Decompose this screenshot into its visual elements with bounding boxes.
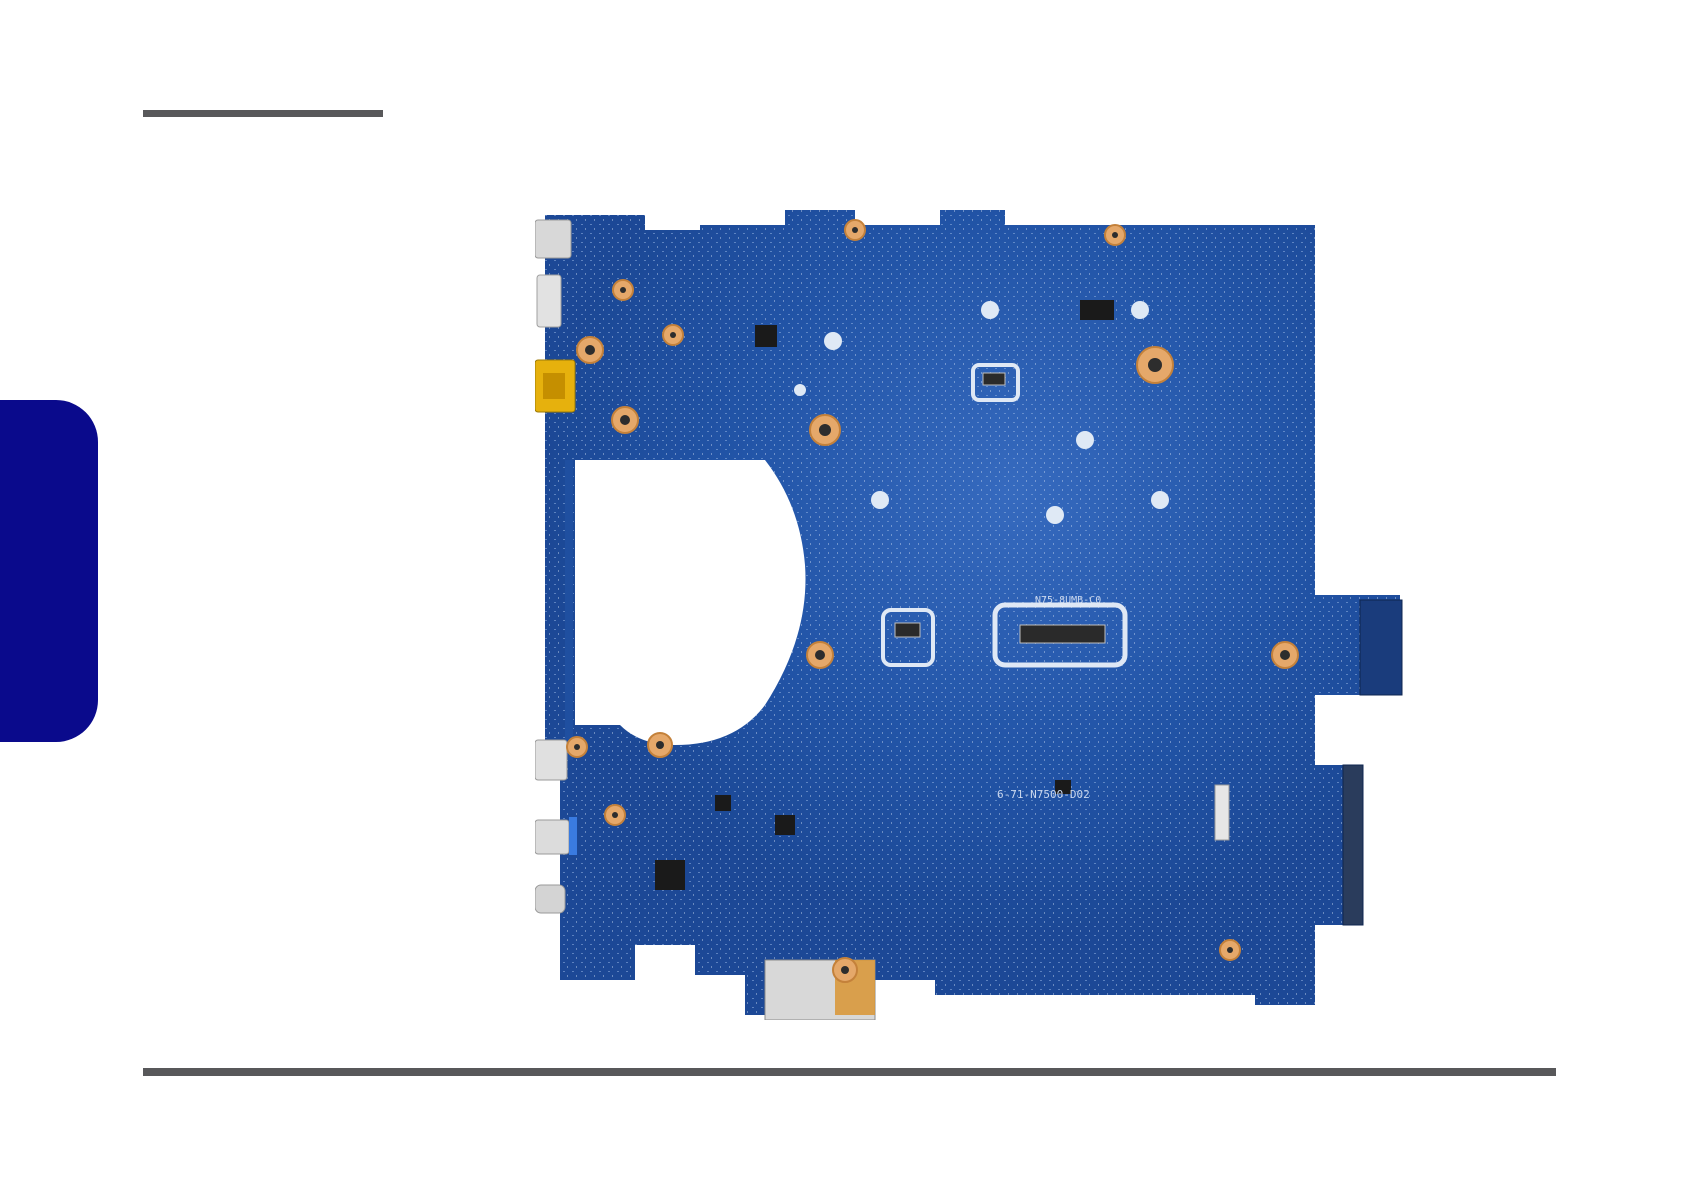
sata-connector-icon [1343, 765, 1363, 925]
usb-a-port-icon [535, 820, 569, 854]
usb-c-port-top-icon [535, 740, 567, 780]
header-rule [143, 110, 383, 117]
motherboard-figure: N75-8UMB-C0 6-71-N7500-D02 [535, 205, 1425, 1020]
footer-rule [143, 1068, 1556, 1076]
power-jack-icon [535, 220, 571, 258]
usb-c-port-bottom-icon [535, 885, 565, 913]
board-model-label: N75-8UMB-C0 [1035, 595, 1101, 606]
chapter-side-tab [0, 400, 98, 742]
lcd-connector-icon [1020, 625, 1105, 643]
motherboard-icon: N75-8UMB-C0 6-71-N7500-D02 [535, 205, 1425, 1020]
vga-port-icon [537, 275, 561, 327]
board-part-number-label: 6-71-N7500-D02 [997, 788, 1090, 801]
